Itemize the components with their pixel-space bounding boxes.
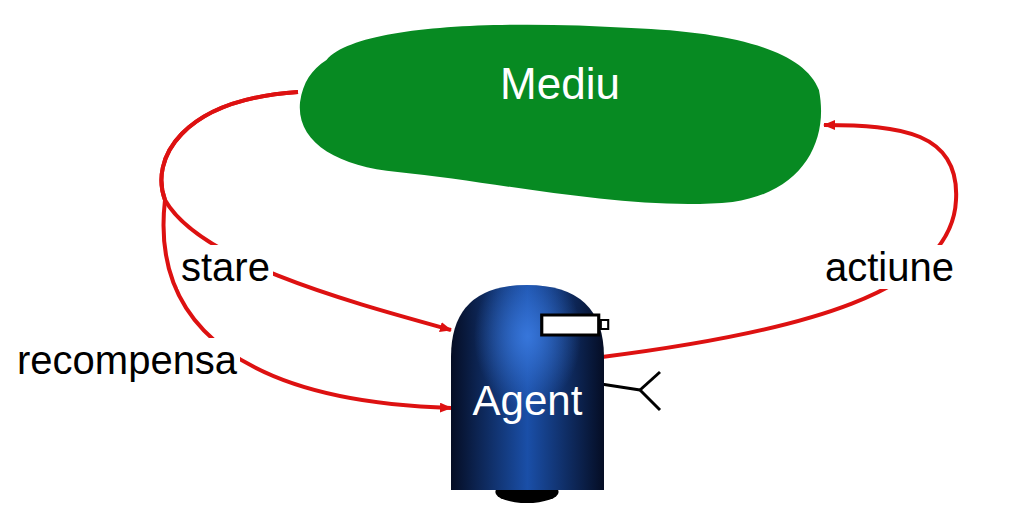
edge-label: actiune [822,245,957,289]
node-label: Mediu [296,60,824,108]
edge-label: recompensa [14,338,240,382]
environment-blob [296,20,824,210]
edge-label: stare [178,245,273,289]
gripper [601,372,660,410]
node-label: Agent [451,378,604,424]
agent-node: Agent [451,285,604,495]
environment-node: Mediu [296,20,824,210]
